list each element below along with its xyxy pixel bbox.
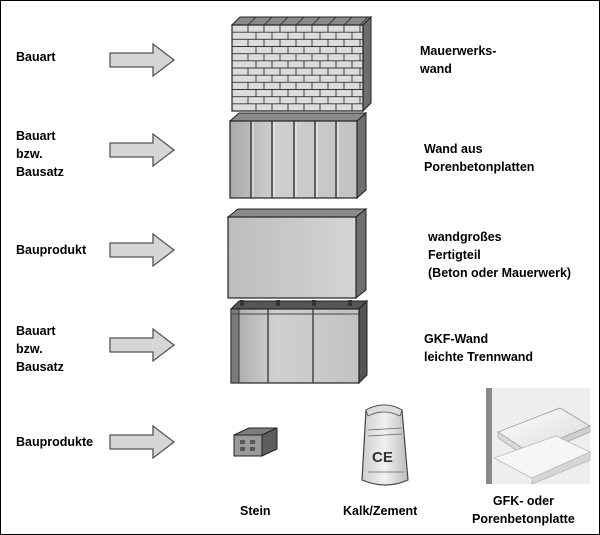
label-kalk-zement: Kalk/Zement [343, 504, 418, 518]
arrow-icon-5 [109, 424, 176, 460]
arrow-icon-1 [109, 42, 176, 78]
label-bauprodukt: Bauprodukt [16, 243, 87, 257]
label-bauart-1: Bauart [16, 50, 56, 64]
label-bauart-bausatz-2: Bauart bzw. Bausatz [16, 324, 64, 374]
label-bauprodukte: Bauprodukte [16, 435, 94, 449]
board-panel-icon [486, 388, 591, 485]
label-stein: Stein [240, 504, 271, 518]
brick-wall-icon [230, 15, 373, 113]
arrow-icon-4 [109, 327, 176, 363]
cement-bag-icon: CE [361, 404, 409, 486]
label-bauart-bausatz-1: Bauart bzw. Bausatz [16, 129, 64, 179]
label-fertigteil: wandgroßes Fertigteil (Beton oder Mauerw… [428, 230, 572, 280]
gkf-partition-wall-icon [229, 299, 369, 385]
brick-stone-icon [233, 427, 278, 457]
arrow-icon-2 [109, 132, 176, 168]
precast-wall-element-icon [226, 207, 368, 300]
label-porenbetonplatten-wand: Wand aus Porenbetonplatten [424, 142, 535, 174]
arrow-icon-3 [109, 232, 176, 268]
porenbeton-panel-wall-icon [228, 111, 368, 200]
label-mauerwerkswand: Mauerwerks- wand [420, 44, 497, 76]
label-gkf-wand: GKF-Wand leichte Trennwand [424, 332, 534, 364]
bag-ce-mark: CE [372, 449, 393, 466]
label-gfk-porenbetonplatte: GFK- oder Porenbetonplatte [472, 494, 575, 526]
